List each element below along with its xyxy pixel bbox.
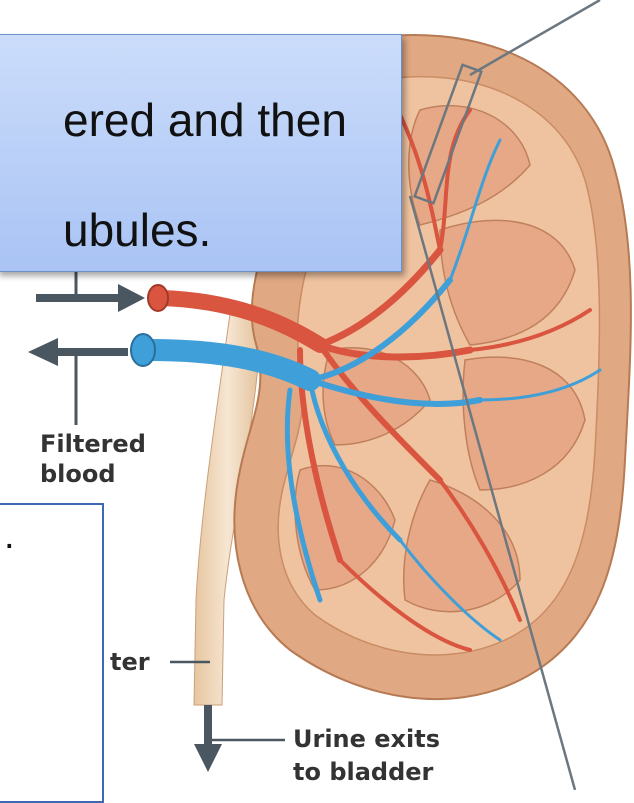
urine-arrow-head [194,744,222,772]
callout-textbox: ered and then ubules. [0,34,402,272]
urine-label-line2: to bladder [293,758,434,786]
callout-line-1: ered and then [63,93,347,147]
renal-vein-opening [131,334,155,366]
callout-line-2: ubules. [63,203,211,257]
filtered-blood-label-line2: blood [40,460,116,488]
filtered-blood-label-line1: Filtered [40,430,146,458]
zoom-line-top [470,0,600,75]
urine-label-line1: Urine exits [293,725,440,753]
renal-artery-opening [148,285,168,311]
arrow-out-kidney-head [28,338,58,366]
note-fragment: . [4,515,15,558]
note-textbox: . [0,503,104,803]
arrow-into-kidney-head [118,284,145,312]
ureter-label-fragment: ter [110,648,150,676]
